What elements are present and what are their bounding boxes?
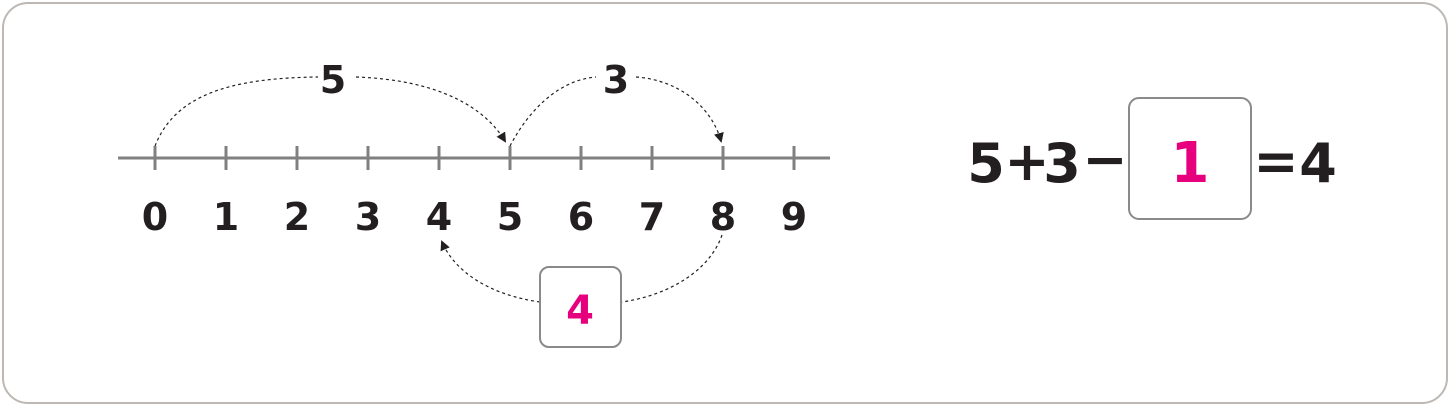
equation-operator-minus: − <box>1082 128 1127 191</box>
jump-arc-back-end <box>440 240 541 303</box>
equation-term-a: 5 <box>967 132 1005 195</box>
tick-label: 3 <box>355 195 381 239</box>
jump-arc-second-end <box>635 76 724 143</box>
tick-label: 9 <box>781 195 807 239</box>
jump-back-answer: 4 <box>566 288 594 334</box>
equation-operator-plus: + <box>1004 130 1049 193</box>
equation-term-b: 3 <box>1043 132 1081 195</box>
equation-result: 4 <box>1299 132 1337 195</box>
jump-arc-first <box>154 76 319 147</box>
equation-equals: = <box>1253 130 1298 193</box>
jump-back-answer-box[interactable] <box>539 266 622 348</box>
equation-answer-box[interactable] <box>1128 97 1252 220</box>
jump-label-first: 5 <box>320 58 346 102</box>
tick-label: 1 <box>213 195 239 239</box>
tick-label: 7 <box>639 195 665 239</box>
tick-label: 6 <box>568 195 594 239</box>
tick-label: 4 <box>426 195 452 239</box>
tick-label: 0 <box>142 195 168 239</box>
jump-arc-second <box>509 76 597 147</box>
equation: 5 + 3 − 1 = 4 <box>967 97 1337 220</box>
jump-label-second: 3 <box>603 58 629 102</box>
tick-label-group: 0 1 2 3 4 5 6 7 8 9 <box>142 195 807 239</box>
tick-label: 5 <box>497 195 523 239</box>
jump-arc-back <box>621 234 723 303</box>
equation-answer: 1 <box>1171 131 1210 196</box>
jump-arc-first-end <box>355 76 507 143</box>
tick-group <box>153 146 796 170</box>
tick-label: 8 <box>710 195 736 239</box>
tick-label: 2 <box>284 195 310 239</box>
